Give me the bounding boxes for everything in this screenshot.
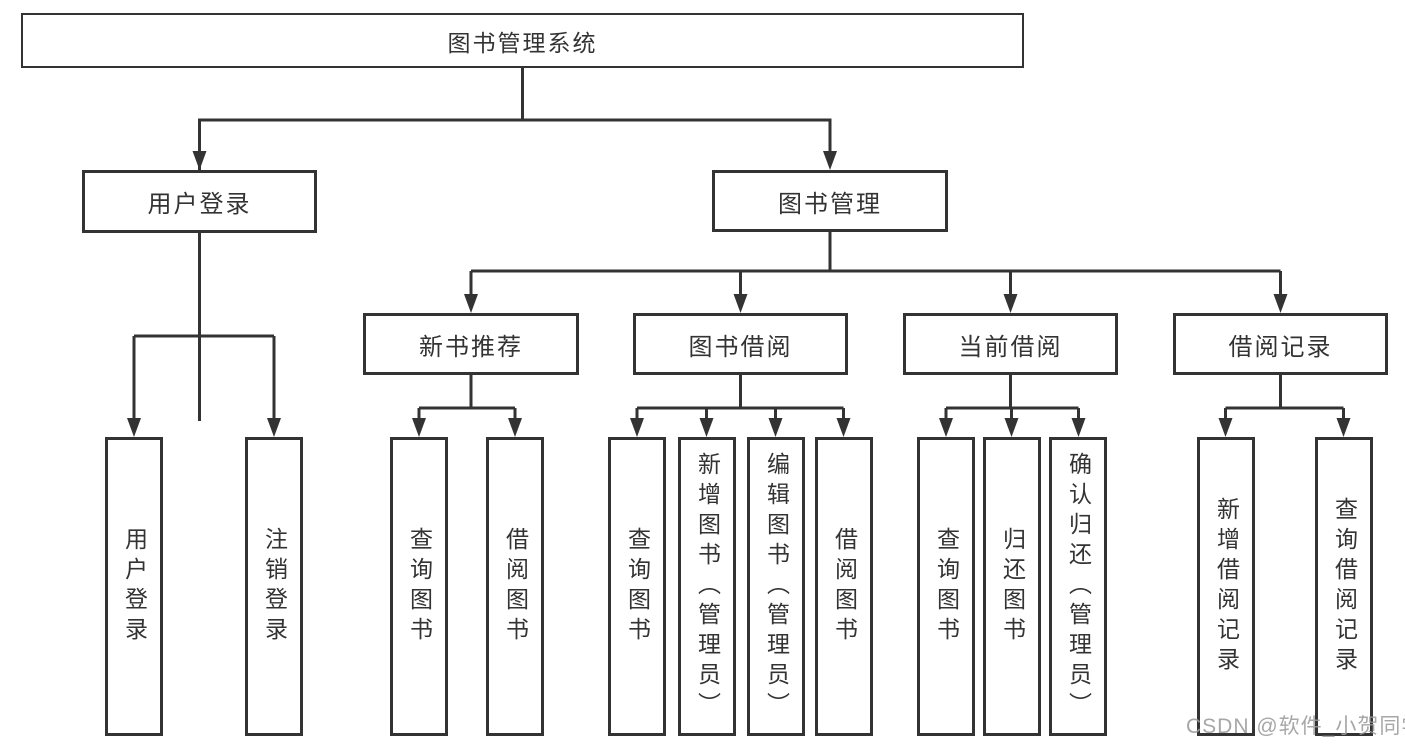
node-new-book-recommend: 新书推荐	[363, 313, 579, 375]
leaf-label: 查询图书	[933, 526, 960, 647]
node-current-borrowing: 当前借阅	[903, 313, 1118, 375]
leaf-add-books-admin: 新增图书（管理员）	[678, 437, 736, 736]
csdn-watermark: CSDN @软件_小贺同学	[1186, 715, 1405, 738]
leaf-label: 注销登录	[261, 526, 288, 647]
leaf-borrow-books: 借阅图书	[815, 437, 873, 736]
leaf-query-borrow-record: 查询借阅记录	[1315, 437, 1373, 736]
leaf-label: 编辑图书（管理员）	[763, 451, 790, 722]
leaf-edit-books-admin: 编辑图书（管理员）	[747, 437, 805, 736]
leaf-label: 新增借阅记录	[1213, 496, 1240, 677]
node-book-borrowing: 图书借阅	[633, 313, 848, 375]
node-root-library-management-system: 图书管理系统	[21, 13, 1024, 68]
leaf-user-login: 用户登录	[105, 437, 163, 736]
node-borrowing-records: 借阅记录	[1173, 313, 1388, 375]
leaf-query-books-current: 查询图书	[917, 437, 975, 736]
leaf-query-books-borrowing: 查询图书	[608, 437, 666, 736]
leaf-label: 新增图书（管理员）	[694, 451, 721, 722]
node-book-management: 图书管理	[712, 170, 948, 232]
leaf-query-books-recommend: 查询图书	[390, 437, 448, 736]
leaf-logout: 注销登录	[245, 437, 303, 736]
leaf-label: 查询图书	[624, 526, 651, 647]
leaf-label: 查询借阅记录	[1331, 496, 1358, 677]
leaf-label: 归还图书	[999, 526, 1026, 647]
leaf-confirm-return-admin: 确认归还（管理员）	[1049, 437, 1107, 736]
leaf-label: 借阅图书	[502, 526, 529, 647]
leaf-label: 借阅图书	[831, 526, 858, 647]
leaf-label: 确认归还（管理员）	[1065, 451, 1092, 722]
leaf-add-borrow-record: 新增借阅记录	[1197, 437, 1255, 736]
leaf-borrow-books-recommend: 借阅图书	[486, 437, 544, 736]
leaf-return-books: 归还图书	[983, 437, 1041, 736]
leaf-label: 用户登录	[121, 526, 148, 647]
arrowheads	[127, 151, 1351, 437]
node-user-login: 用户登录	[82, 170, 317, 233]
leaf-label: 查询图书	[406, 526, 433, 647]
